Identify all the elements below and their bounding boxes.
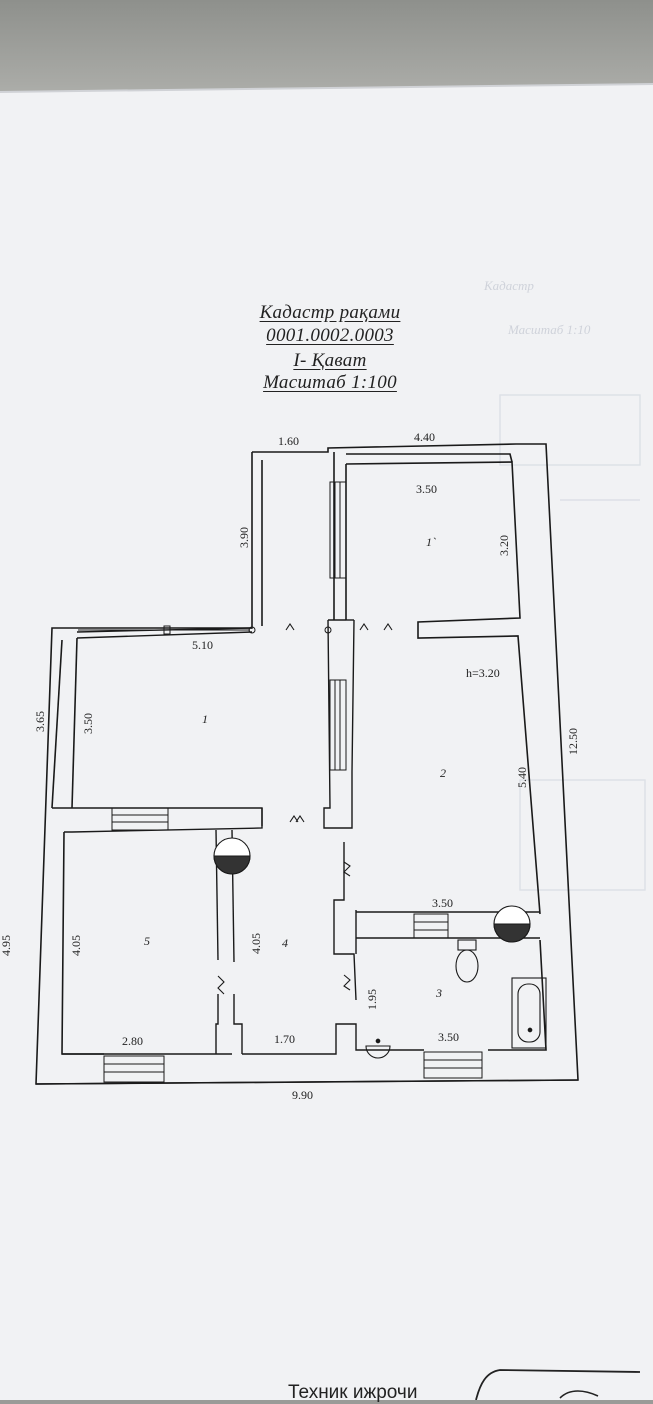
dim-room1b-height: 3.20: [497, 535, 511, 556]
room-number-4: 4: [282, 936, 288, 950]
dim-room5-height: 4.05: [69, 935, 83, 956]
interior-walls: [35, 619, 579, 1085]
room-number-2: 2: [440, 766, 446, 780]
footer-caption: Техник ижрочи: [288, 1382, 418, 1403]
dim-ceiling-height: h=3.20: [466, 666, 500, 680]
floor-label: I- Қават: [293, 350, 367, 371]
bleed-text: Кадастр: [484, 278, 534, 293]
dim-outer-left-upper: 3.65: [33, 711, 47, 732]
sink-symbol: [365, 1038, 391, 1059]
signature-scribble: [559, 1390, 599, 1399]
dim-room3-height: 1.95: [365, 989, 379, 1010]
toilet-symbol: [455, 939, 479, 983]
dim-top-left-width: 1.60: [278, 434, 299, 448]
dim-room1b-width: 3.50: [416, 482, 437, 496]
stove-symbols: [213, 837, 531, 943]
bleed-through: [499, 394, 646, 891]
dim-room4-height: 4.05: [249, 933, 263, 954]
dim-room2-height: 5.40: [515, 767, 529, 788]
room-number-1b: 1`: [426, 535, 436, 549]
room-number-5: 5: [144, 934, 150, 948]
dim-total-height: 12.50: [566, 728, 580, 755]
cadastre-number: 0001.0002.0003: [266, 325, 394, 346]
dim-room2-width: 3.50: [432, 896, 453, 910]
signature-mark: [475, 1369, 641, 1400]
cadastre-label: Кадастр рақами: [259, 302, 401, 323]
room-number-3: 3: [436, 986, 442, 1000]
bathtub-symbol: [511, 977, 547, 1049]
windows: [78, 481, 483, 1083]
dim-outer-left-lower: 4.95: [0, 935, 13, 956]
bleed-text: Масштаб 1:10: [508, 322, 591, 337]
scale-label: Масштаб 1:100: [263, 372, 397, 393]
dim-top-right-width: 4.40: [414, 430, 435, 444]
room-number-1: 1: [202, 712, 208, 726]
door-symbols: [217, 623, 393, 995]
dim-room3-width: 3.50: [438, 1030, 459, 1044]
paper-edge: [0, 83, 653, 93]
dim-room4-width: 1.70: [274, 1032, 295, 1046]
dim-total-width: 9.90: [292, 1088, 313, 1102]
dim-room1-height: 3.50: [81, 713, 95, 734]
dim-room1-width: 5.10: [192, 638, 213, 652]
dim-room5-width: 2.80: [122, 1034, 143, 1048]
paper-surface: [0, 84, 653, 1400]
dim-left-wing-height: 3.90: [237, 527, 251, 548]
